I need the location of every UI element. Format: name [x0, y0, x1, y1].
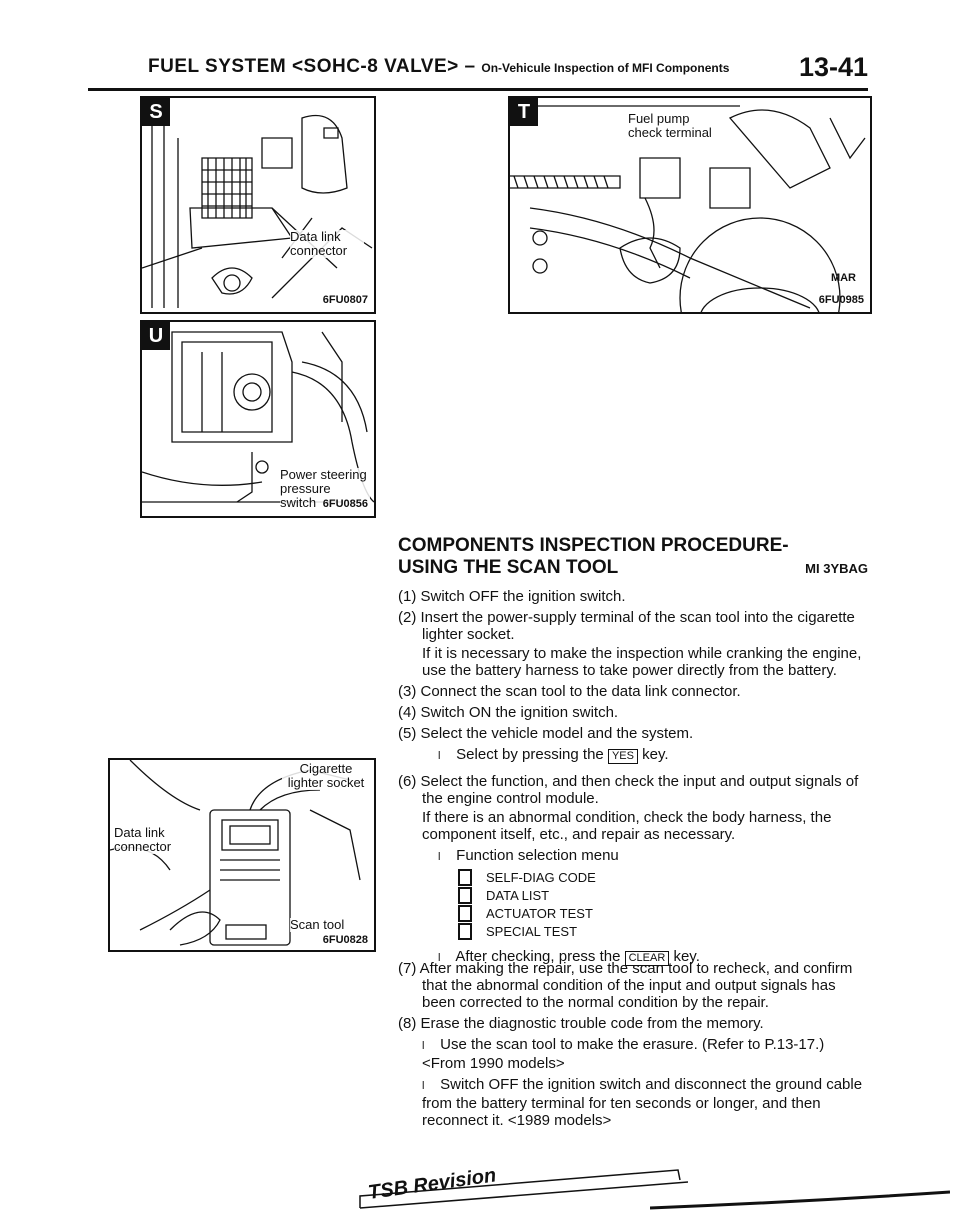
checkbox-icon — [458, 886, 472, 904]
step-4: (4) Switch ON the ignition switch. — [398, 704, 619, 721]
step-5: (5) Select the vehicle model and the sys… — [398, 725, 694, 742]
figure-t-illustration — [510, 105, 866, 312]
step-2: (2) Insert the power-supply terminal of … — [398, 609, 855, 643]
step-8-bullet-2: l Switch OFF the ignition switch and dis… — [422, 1076, 863, 1129]
figure-t: T Fuel pump check terminal MAR 6FU0985 — [508, 96, 872, 314]
figure-code: 6FU0985 — [818, 294, 864, 306]
cigarette-socket-label: Cigarette lighter socket — [282, 762, 370, 790]
procedure-content-continued: (7) After making the repair, use the sca… — [398, 960, 868, 1129]
function-menu: SELF-DIAG CODE DATA LIST ACTUATOR TEST S… — [398, 868, 868, 940]
tsb-revision-frame — [359, 1169, 688, 1209]
power-steering-switch-label: Power steering pressure switch — [280, 468, 370, 510]
step-7: (7) After making the repair, use the sca… — [398, 960, 853, 1011]
figure-code: 6FU0807 — [322, 294, 368, 306]
scan-tool-label: Scan tool — [290, 917, 345, 932]
checkbox-icon — [458, 922, 472, 940]
figure-s-illustration — [142, 108, 373, 308]
step-3: (3) Connect the scan tool to the data li… — [398, 683, 741, 700]
checkbox-icon — [458, 868, 472, 886]
fuel-pump-check-terminal-label: Fuel pump check terminal — [628, 112, 718, 140]
step-8-bullet-1: l Use the scan tool to make the erasure.… — [422, 1036, 825, 1072]
step-8: (8) Erase the diagnostic trouble code fr… — [398, 1015, 764, 1032]
footer-swoosh — [650, 1190, 950, 1210]
figure-scan-tool: Cigarette lighter socket Data link conne… — [108, 758, 376, 952]
figure-scan-tool-illustration — [110, 760, 361, 946]
menu-item: ACTUATOR TEST — [458, 904, 868, 922]
step-6-note: If there is an abnormal condition, check… — [422, 809, 832, 843]
menu-item: SPECIAL TEST — [458, 922, 868, 940]
after-check-bullet: l After checking, press the CLEAR key. — [438, 948, 700, 966]
step-1: (1) Switch OFF the ignition switch. — [398, 588, 626, 605]
page-title: FUEL SYSTEM <SOHC-8 VALVE> – On-Vehicule… — [148, 56, 730, 77]
step-6: (6) Select the function, and then check … — [398, 773, 859, 807]
figure-s: S Data link connector 6FU0807 — [140, 96, 376, 314]
tsb-revision-box: TSB Revision — [358, 1160, 688, 1210]
page-header: FUEL SYSTEM <SOHC-8 VALVE> – On-Vehicule… — [88, 52, 868, 92]
page-number: 13-41 — [798, 52, 868, 82]
data-link-connector-label: Data link connector — [114, 826, 178, 854]
step-2-note: If it is necessary to make the inspectio… — [422, 645, 862, 679]
header-rule — [88, 88, 868, 91]
section-reference: MI 3YBAG — [805, 561, 868, 576]
data-link-connector-label: Data link connector — [290, 230, 364, 258]
figure-code: 6FU0828 — [322, 934, 368, 946]
figure-code: 6FU0856 — [322, 498, 368, 510]
function-menu-bullet: l Function selection menu — [438, 847, 619, 864]
step-5-bullet: l Select by pressing the YES key. — [438, 746, 669, 764]
yes-key: YES — [607, 749, 638, 764]
figure-u: U Power steering pressure switch 6FU0856 — [140, 320, 376, 518]
figure-tag-u: U — [142, 322, 170, 350]
page-subtitle: On-Vehicule Inspection of MFI Components — [481, 61, 730, 75]
menu-item: DATA LIST — [458, 886, 868, 904]
section-heading: COMPONENTS INSPECTION PROCEDURE- USING T… — [398, 535, 868, 578]
figure-tag-s: S — [142, 98, 170, 126]
menu-item: SELF-DIAG CODE — [458, 868, 868, 886]
procedure-content: COMPONENTS INSPECTION PROCEDURE- USING T… — [398, 535, 868, 967]
figure-extra-mark: MAR — [830, 272, 856, 284]
checkbox-icon — [458, 904, 472, 922]
figure-tag-t: T — [510, 98, 538, 126]
